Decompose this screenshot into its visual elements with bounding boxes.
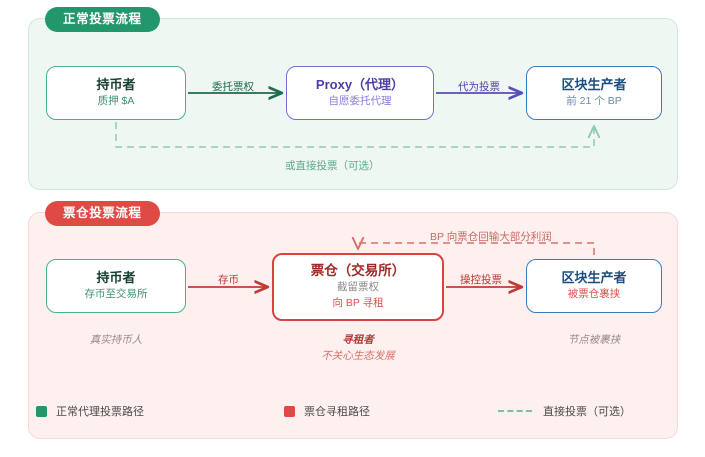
node-title: 区块生产者 (561, 270, 627, 286)
node-subtitle: 存币至交易所 (84, 287, 148, 300)
edge-label-manipulate: 操控投票 (460, 274, 502, 286)
node-title: 持币者 (96, 77, 136, 93)
legend-item-vote-farm-path: 票仓寻租路径 (284, 403, 370, 419)
caption-subtext: 不关心生态发展 (321, 350, 395, 363)
node-subtitle: 自愿委托代理 (328, 94, 392, 107)
legend: 正常代理投票路径 票仓寻租路径 直接投票（可选） (36, 400, 656, 422)
edge-label-delegate: 委托票权 (212, 81, 254, 93)
node-title: 区块生产者 (561, 77, 627, 93)
caption-block-producer: 节点被裹挟 (526, 332, 662, 348)
node-subtitle: 截留票权 (337, 281, 379, 294)
node-title: 票仓（交易所） (310, 263, 406, 279)
node-title: 持币者 (96, 270, 136, 286)
node-proxy[interactable]: Proxy（代理） 自愿委托代理 (286, 66, 434, 120)
edge-label-kickback: BP 向票仓回输大部分利润 (430, 231, 552, 243)
node-holder-normal[interactable]: 持币者 质押 $A (46, 66, 186, 120)
node-block-producer-vote-farm[interactable]: 区块生产者 被票仓裹挟 (526, 259, 662, 313)
node-title: Proxy（代理） (315, 77, 405, 93)
node-subtitle: 被票仓裹挟 (567, 287, 621, 300)
caption-text: 寻租者 (342, 334, 374, 346)
caption-text: 真实持币人 (89, 334, 143, 346)
caption-holder: 真实持币人 (46, 332, 186, 348)
legend-label: 票仓寻租路径 (304, 406, 370, 418)
caption-text: 节点被裹挟 (567, 334, 621, 346)
node-subtitle: 质押 $A (97, 94, 135, 107)
legend-label: 正常代理投票路径 (56, 406, 144, 418)
red-square-swatch-icon (284, 405, 295, 417)
legend-item-normal-proxy-path: 正常代理投票路径 (36, 403, 144, 419)
section-badge-normal: 正常投票流程 (45, 7, 160, 32)
green-square-swatch-icon (36, 405, 47, 417)
node-subtitle: 前 21 个 BP (566, 94, 622, 107)
node-subtitle-secondary: 向 BP 寻租 (332, 297, 384, 310)
node-block-producer-normal[interactable]: 区块生产者 前 21 个 BP (526, 66, 662, 120)
node-vote-farm-exchange[interactable]: 票仓（交易所） 截留票权 向 BP 寻租 (272, 253, 444, 321)
node-holder-vote-farm[interactable]: 持币者 存币至交易所 (46, 259, 186, 313)
legend-item-direct-vote: 直接投票（可选） (498, 403, 631, 419)
edge-label-vote-for: 代为投票 (458, 81, 500, 93)
caption-vote-farm: 寻租者 不关心生态发展 (272, 332, 444, 365)
edge-label-direct-vote: 或直接投票（可选） (285, 160, 380, 172)
section-badge-vote-farm: 票仓投票流程 (45, 201, 160, 226)
green-dashed-line-icon (498, 410, 532, 412)
edge-label-deposit: 存币 (218, 274, 239, 286)
legend-label: 直接投票（可选） (543, 406, 631, 418)
